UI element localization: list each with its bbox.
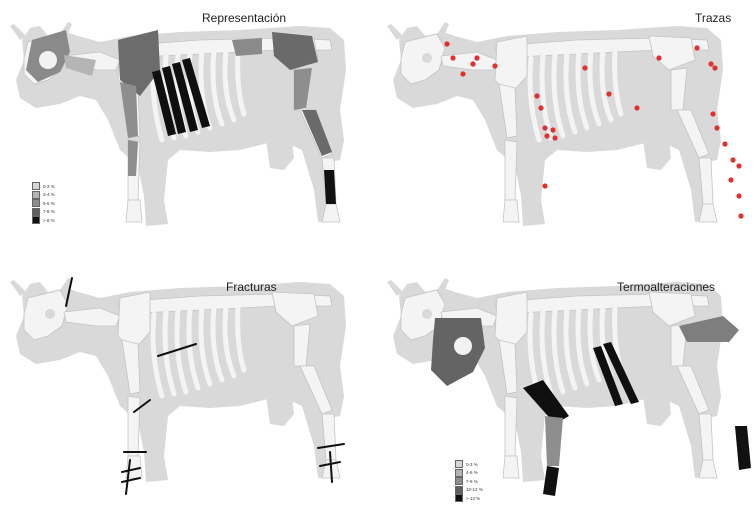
legend-item: 7-9 % [455,477,483,486]
cow-skeleton-diagram [377,256,755,511]
panel-title: Representación [202,11,286,25]
panel-fracturas: Fracturas [0,256,378,511]
legend-representacion: 0-3 % 3-4 % 5-6 % 7-8 % > 8 % [32,182,55,225]
legend-item: 3-4 % [32,191,55,200]
cow-skeleton-diagram [377,0,755,255]
panel-title: Termoalteraciones [617,280,715,294]
panel-title: Fracturas [226,280,277,294]
legend-item: 10-12 % [455,486,483,495]
cow-skeleton-diagram [0,0,378,255]
legend-termoalteraciones: 0-3 % 4-6 % 7-9 % 10-12 % > 13 % [455,460,483,503]
panel-termoalteraciones: Termoalteraciones 0-3 % 4-6 % 7-9 % 10-1… [377,256,755,511]
legend-item: 4-6 % [455,469,483,478]
panel-trazas: Trazas [377,0,755,255]
panel-title: Trazas [695,11,731,25]
legend-item: 7-8 % [32,208,55,217]
legend-item: > 13 % [455,494,483,503]
legend-item: 0-3 % [455,460,483,469]
legend-item: 0-3 % [32,182,55,191]
cow-skeleton-diagram [0,256,378,511]
panel-representacion: Representación 0-3 % 3-4 % 5-6 % 7-8 % >… [0,0,378,255]
legend-item: 5-6 % [32,199,55,208]
legend-item: > 8 % [32,216,55,225]
